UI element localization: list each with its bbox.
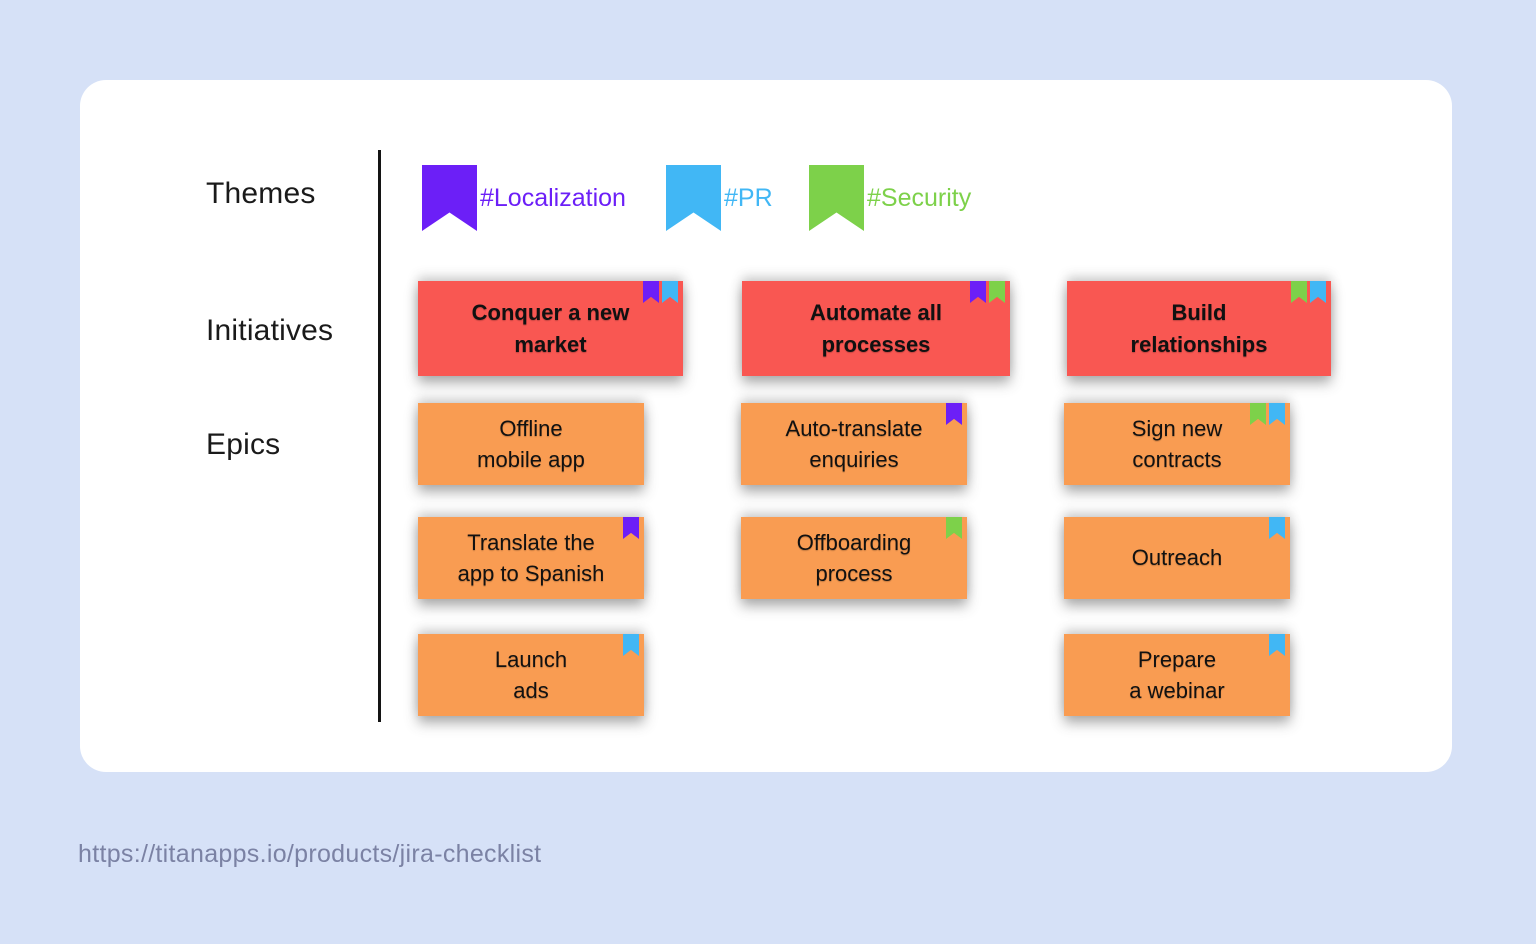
pr-bookmark-icon <box>662 281 678 303</box>
card-title: Prepare a webinar <box>1129 646 1225 703</box>
localization-bookmark-icon <box>970 281 986 303</box>
tag-group <box>643 281 678 303</box>
tag-group <box>1291 281 1326 303</box>
tag-group <box>623 634 639 656</box>
epic-card-offboarding-process: Offboarding process <box>741 517 967 599</box>
security-bookmark-icon <box>1291 281 1307 303</box>
epic-card-translate-the-app-to-spanish: Translate the app to Spanish <box>418 517 644 599</box>
pr-bookmark-icon <box>623 634 639 656</box>
epic-card-offline-mobile-app: Offline mobile app <box>418 403 644 485</box>
pr-bookmark-icon <box>1269 403 1285 425</box>
pr-bookmark-icon <box>1269 634 1285 656</box>
card-title: Auto-translate enquiries <box>785 415 923 472</box>
card-title: Build relationships <box>1130 300 1268 357</box>
tag-group <box>946 517 962 539</box>
security-bookmark-icon <box>1250 403 1266 425</box>
epic-card-sign-new-contracts: Sign new contracts <box>1064 403 1290 485</box>
tag-group <box>1269 634 1285 656</box>
security-bookmark-icon <box>989 281 1005 303</box>
theme-legend-pr: #PR <box>666 165 773 231</box>
card-title: Automate all processes <box>809 300 943 357</box>
tag-group <box>946 403 962 425</box>
theme-label: #PR <box>724 183 773 212</box>
pr-bookmark-icon <box>1269 517 1285 539</box>
epic-card-launch-ads: Launch ads <box>418 634 644 716</box>
localization-bookmark-icon <box>623 517 639 539</box>
row-label-themes: Themes <box>206 177 316 210</box>
row-label-epics: Epics <box>206 428 281 461</box>
tag-group <box>623 517 639 539</box>
bookmark-icon <box>422 165 477 231</box>
localization-bookmark-icon <box>946 403 962 425</box>
tag-group <box>970 281 1005 303</box>
theme-label: #Security <box>867 183 972 212</box>
vertical-divider-line <box>378 150 381 722</box>
card-title: Translate the app to Spanish <box>457 529 605 586</box>
card-title: Launch ads <box>494 646 568 703</box>
localization-bookmark-icon <box>643 281 659 303</box>
initiative-card-build-relationships: Build relationships <box>1067 281 1331 376</box>
pr-bookmark-icon <box>1310 281 1326 303</box>
card-title: Offboarding process <box>796 529 912 586</box>
initiative-card-automate-all-processes: Automate all processes <box>742 281 1010 376</box>
card-title: Offline mobile app <box>477 415 585 472</box>
epic-card-outreach: Outreach <box>1064 517 1290 599</box>
theme-legend-security: #Security <box>809 165 971 231</box>
card-title: Sign new contracts <box>1131 415 1223 472</box>
theme-label: #Localization <box>480 183 626 212</box>
bookmark-icon <box>666 165 721 231</box>
row-label-initiatives: Initiatives <box>206 314 334 347</box>
card-title: Outreach <box>1131 545 1223 571</box>
card-title: Conquer a new market <box>471 300 630 357</box>
initiative-card-conquer-a-new-market: Conquer a new market <box>418 281 683 376</box>
tag-group <box>1250 403 1285 425</box>
bookmark-icon <box>809 165 864 231</box>
epic-card-prepare-a-webinar: Prepare a webinar <box>1064 634 1290 716</box>
source-url-caption: https://titanapps.io/products/jira-check… <box>78 840 542 868</box>
theme-legend-localization: #Localization <box>422 165 626 231</box>
tag-group <box>1269 517 1285 539</box>
security-bookmark-icon <box>946 517 962 539</box>
epic-card-auto-translate-enquiries: Auto-translate enquiries <box>741 403 967 485</box>
